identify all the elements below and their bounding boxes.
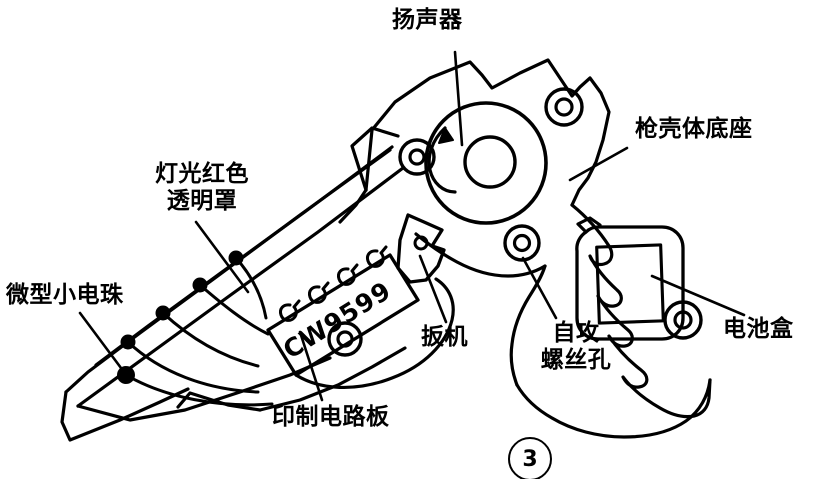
- bulb-wire: [126, 340, 260, 394]
- bulb-wire: [234, 256, 268, 320]
- battery-compartment-tab: [576, 216, 602, 234]
- bulb-wire: [124, 373, 274, 407]
- barrel-flare: [350, 126, 400, 192]
- label-battery-box: 电池盒: [723, 316, 794, 342]
- label-speaker: 扬声器: [392, 7, 463, 33]
- leader-mini-bulb: [78, 311, 126, 374]
- screw-hole-upper-right: [544, 87, 584, 127]
- figure-number: 3: [508, 437, 552, 479]
- bulbs-and-wires: [117, 250, 274, 407]
- label-mini-bulb: 微型小电珠: [6, 282, 124, 308]
- battery-compartment-inner: [595, 243, 665, 325]
- grip-outline-right: [570, 203, 712, 419]
- leader-red-light-cover: [194, 220, 250, 294]
- barrel-underside-return: [258, 346, 407, 412]
- screw-hole-left-of-speaker: [398, 138, 436, 176]
- trigger-shape: [396, 213, 446, 284]
- speaker-outer-circle: [424, 101, 548, 225]
- label-red-light-cover: 灯光红色 透明罩: [142, 161, 262, 215]
- label-pcb: 印制电路板: [272, 404, 390, 430]
- leader-gun-shell-base: [568, 146, 629, 182]
- leader-lines: [78, 50, 746, 402]
- grip-bottom: [515, 378, 712, 439]
- barrel-lower-ridge: [76, 166, 405, 408]
- label-self-tapping-screw-hole-line1: 自攻: [552, 320, 600, 346]
- leader-self-tapping-screw-hole: [521, 256, 558, 320]
- speaker-inner-circle: [463, 135, 517, 189]
- leader-battery-box: [650, 274, 746, 317]
- label-gun-shell-base: 枪壳体底座: [635, 116, 753, 142]
- label-red-light-cover-line1: 灯光红色: [155, 161, 249, 187]
- label-trigger: 扳机: [421, 324, 468, 350]
- battery-compartment-outline: [575, 225, 685, 341]
- barrel-shoulder: [176, 391, 262, 412]
- screw-hole-center: [503, 224, 541, 262]
- receiver-outline: [364, 58, 611, 207]
- speaker-arrow-head: [438, 127, 454, 144]
- label-self-tapping-screw-hole-line2: 螺丝孔: [540, 347, 612, 374]
- pcb-outline: [266, 253, 420, 377]
- leader-trigger: [418, 254, 448, 324]
- barrel-nose-tip: [60, 387, 190, 442]
- leader-pcb: [298, 330, 324, 402]
- pcb-components: [279, 245, 388, 322]
- grip-front-curve: [509, 264, 547, 387]
- bulb-wire: [161, 311, 260, 368]
- screw-hole-trigger-small: [413, 235, 429, 251]
- bulb-wire: [198, 283, 270, 336]
- label-red-light-cover-line2: 透明罩: [166, 188, 238, 215]
- leader-speaker: [453, 50, 464, 147]
- pcb-frame-curve: [294, 277, 455, 390]
- label-self-tapping-screw-hole: 自攻 螺丝孔: [530, 320, 622, 374]
